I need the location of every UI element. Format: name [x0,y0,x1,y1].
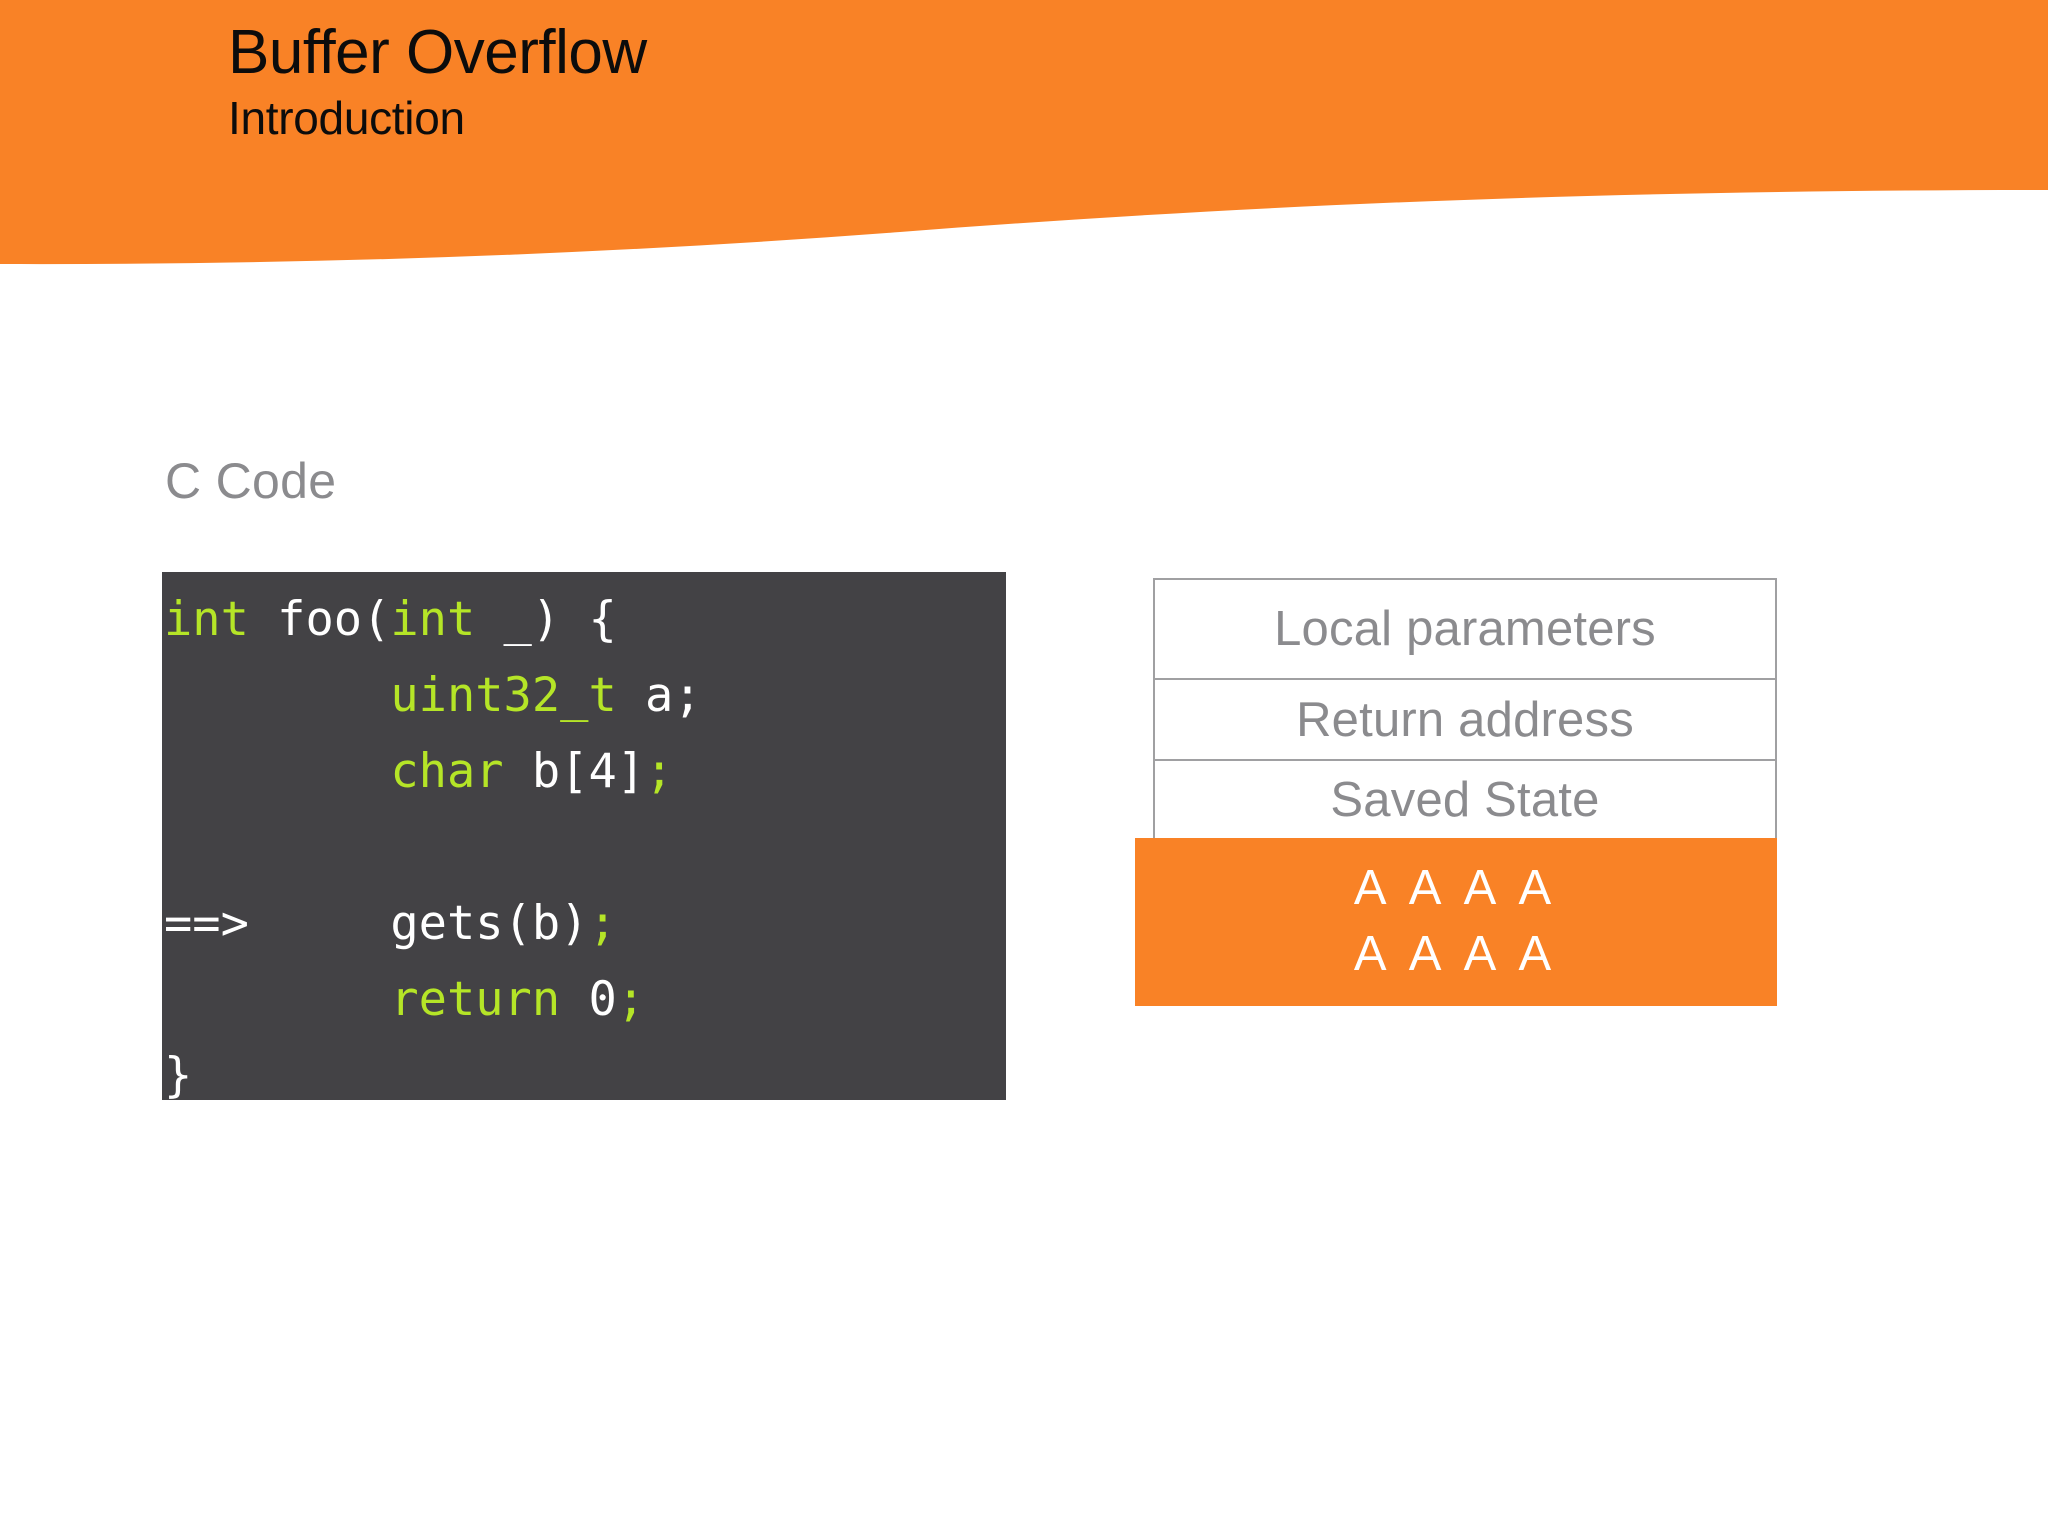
code-text [164,972,390,1027]
code-text [164,744,390,799]
stack-row-label: Saved State [1330,772,1600,827]
code-line [162,810,1006,886]
code-keyword: int [164,592,249,647]
code-keyword: ; [645,744,674,799]
code-line: } [162,1038,1006,1100]
overflow-line-1: A A A A [1353,861,1559,915]
code-block: int foo(int _) { uint32_t a; char b[4]; … [162,572,1006,1100]
code-line: return 0; [162,962,1006,1038]
page-title: Buffer Overflow [228,18,647,87]
stack-row-label: Return address [1296,692,1634,747]
code-text: gets(b) [248,896,589,951]
code-keyword: ; [616,972,646,1027]
code-keyword: ; [588,896,617,951]
code-line: int foo(int _) { [162,582,1006,658]
stack-row-local-parameters: Local parameters [1153,578,1777,680]
code-keyword: int [390,592,476,647]
stack-row-label: Local parameters [1274,602,1656,656]
code-line: ==> gets(b); [162,886,1006,962]
code-text: _) { [475,592,617,647]
code-line: char b[4]; [162,734,1006,810]
code-panel-label: C Code [165,453,337,509]
code-text: } [164,1048,193,1100]
code-text: foo( [248,592,391,647]
stack-diagram: Saved State Return address Local parameter… [1135,578,1777,1038]
overflow-line-2: A A A A [1353,927,1559,981]
code-keyword: return [390,972,561,1027]
stack-row-saved-state: Saved State [1153,759,1777,840]
code-text: 0 [560,972,617,1027]
code-text: b[4] [503,744,646,799]
page-subtitle: Introduction [228,92,465,145]
stack-overflow-block: A A A A A A A A [1135,838,1777,1006]
code-text [164,820,192,875]
code-text: a; [616,668,702,723]
code-text [164,668,390,723]
code-keyword: char [390,744,504,799]
code-keyword: uint32_t [390,668,617,723]
code-line: uint32_t a; [162,658,1006,734]
header-text-group: Buffer Overflow Introduction [228,20,1428,144]
header-banner-shape [0,0,2048,265]
stack-row-return-address: Return address [1153,678,1777,761]
code-text: ==> [164,896,249,951]
header-banner: Buffer Overflow Introduction [0,0,2048,280]
